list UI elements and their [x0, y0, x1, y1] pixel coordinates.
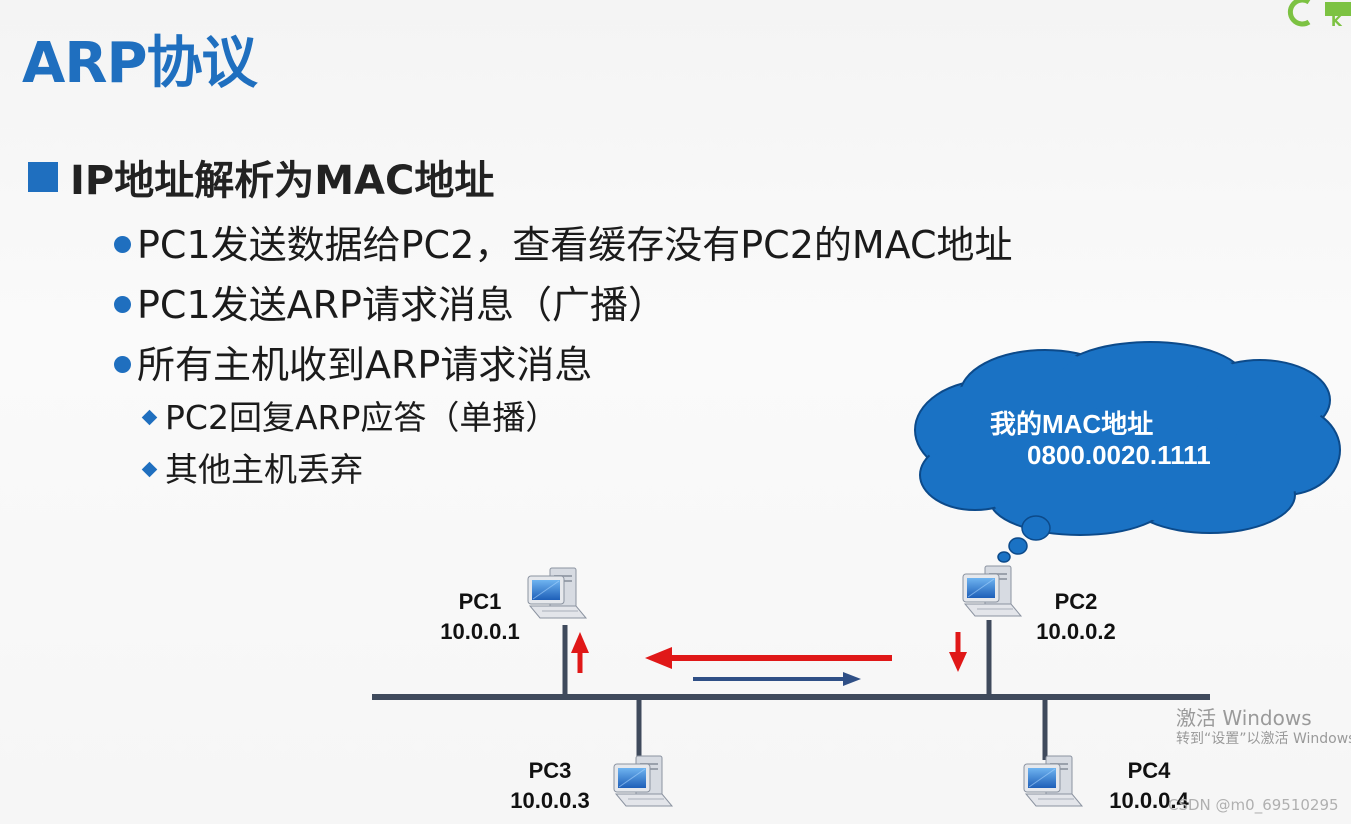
- pc4-name: PC4: [1127, 758, 1171, 783]
- dot-bullet-icon: [114, 356, 131, 373]
- pc4-ip: 10.0.0.4: [1109, 788, 1189, 813]
- cloud-label: 我的MAC地址: [990, 409, 1154, 439]
- reply-arrow-down-pc2: [949, 632, 967, 672]
- request-arrow-right: [693, 672, 861, 686]
- cloud-tail-bubbles: [997, 515, 1051, 563]
- csdn-watermark: CSDN @m0_69510295: [1168, 796, 1339, 814]
- pc3-computer-icon: [613, 755, 673, 807]
- reply-arrow-left: [645, 647, 892, 669]
- sub-bullet-text: PC2回复ARP应答（单播）: [165, 398, 559, 437]
- pc1-label: PC1 10.0.0.1: [432, 587, 528, 647]
- main-bullet-text: IP地址解析为MAC地址: [70, 158, 495, 204]
- cloud-mac-address: 0800.0020.1111: [1027, 440, 1211, 470]
- bullet-item: PC1发送数据给PC2，查看缓存没有PC2的MAC地址: [114, 214, 1013, 269]
- activate-windows-title: 激活 Windows: [1176, 706, 1312, 730]
- main-bullet: IP地址解析为MAC地址: [28, 148, 494, 206]
- bullet-item: PC1发送ARP请求消息（广播）: [114, 274, 666, 329]
- thought-cloud: [914, 341, 1341, 536]
- pc3-ip: 10.0.0.3: [510, 788, 590, 813]
- pc3-name: PC3: [528, 758, 572, 783]
- slide-title: ARP协议: [22, 31, 258, 96]
- bullet-text: 所有主机收到ARP请求消息: [137, 343, 593, 387]
- reply-arrow-up-pc1: [571, 632, 589, 673]
- pc2-ip: 10.0.0.2: [1036, 619, 1116, 644]
- dot-bullet-icon: [114, 236, 131, 253]
- activate-windows-hint: 转到“设置”以激活 Windows。: [1176, 731, 1351, 747]
- pc1-computer-icon: [527, 567, 587, 619]
- bullet-text: PC1发送数据给PC2，查看缓存没有PC2的MAC地址: [137, 223, 1013, 267]
- sub-bullet-item: 其他主机丢弃: [141, 443, 363, 491]
- bullet-item: 所有主机收到ARP请求消息: [114, 334, 592, 389]
- pc1-name: PC1: [458, 589, 502, 614]
- pc4-label: PC4 10.0.0.4: [1101, 756, 1197, 816]
- square-bullet-icon: [28, 162, 58, 192]
- pc2-label: PC2 10.0.0.2: [1028, 587, 1124, 647]
- svg-text:K: K: [1331, 14, 1343, 30]
- dot-bullet-icon: [114, 296, 131, 313]
- pc3-label: PC3 10.0.0.3: [502, 756, 598, 816]
- sub-bullet-text: 其他主机丢弃: [165, 450, 363, 489]
- bullet-text: PC1发送ARP请求消息（广播）: [137, 283, 666, 327]
- pc4-computer-icon: [1023, 755, 1083, 807]
- pc1-ip: 10.0.0.1: [440, 619, 520, 644]
- sub-bullet-item: PC2回复ARP应答（单播）: [141, 391, 559, 439]
- pc2-computer-icon: [962, 565, 1022, 617]
- pc2-name: PC2: [1054, 589, 1098, 614]
- corner-logo: K: [1287, 0, 1351, 30]
